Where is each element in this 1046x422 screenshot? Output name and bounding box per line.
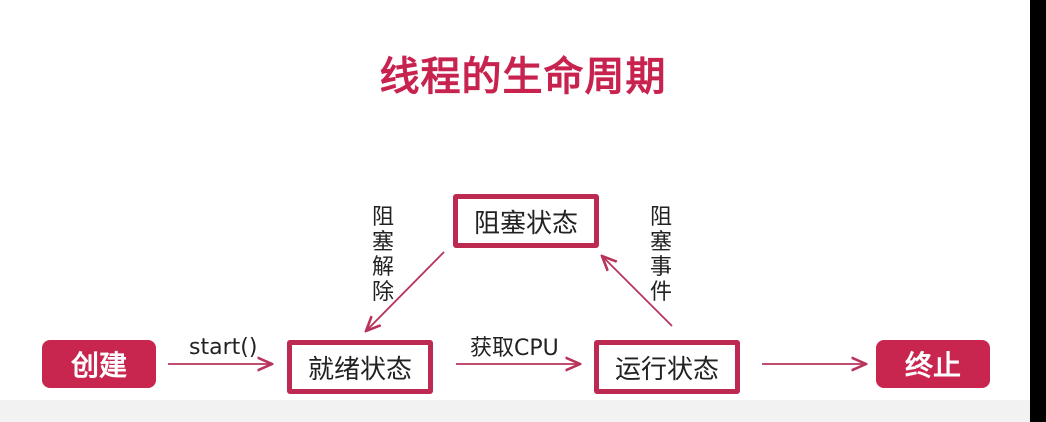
arrow-blocked-to-ready bbox=[366, 251, 445, 331]
state-ready: 就绪状态 bbox=[287, 340, 433, 394]
label-start: start() bbox=[189, 335, 258, 360]
bottom-band bbox=[0, 400, 1030, 422]
label-unblock: 阻塞解除 bbox=[371, 205, 394, 305]
diagram-title: 线程的生命周期 bbox=[379, 54, 667, 100]
label-block-event: 阻塞事件 bbox=[649, 205, 672, 305]
arrow-running-to-blocked bbox=[602, 256, 673, 327]
state-running: 运行状态 bbox=[594, 340, 740, 394]
right-edge-bar bbox=[1030, 0, 1046, 422]
state-blocked: 阻塞状态 bbox=[453, 194, 599, 248]
state-create: 创建 bbox=[42, 340, 156, 388]
label-get-cpu: 获取CPU bbox=[470, 336, 559, 361]
state-end: 终止 bbox=[876, 340, 990, 388]
